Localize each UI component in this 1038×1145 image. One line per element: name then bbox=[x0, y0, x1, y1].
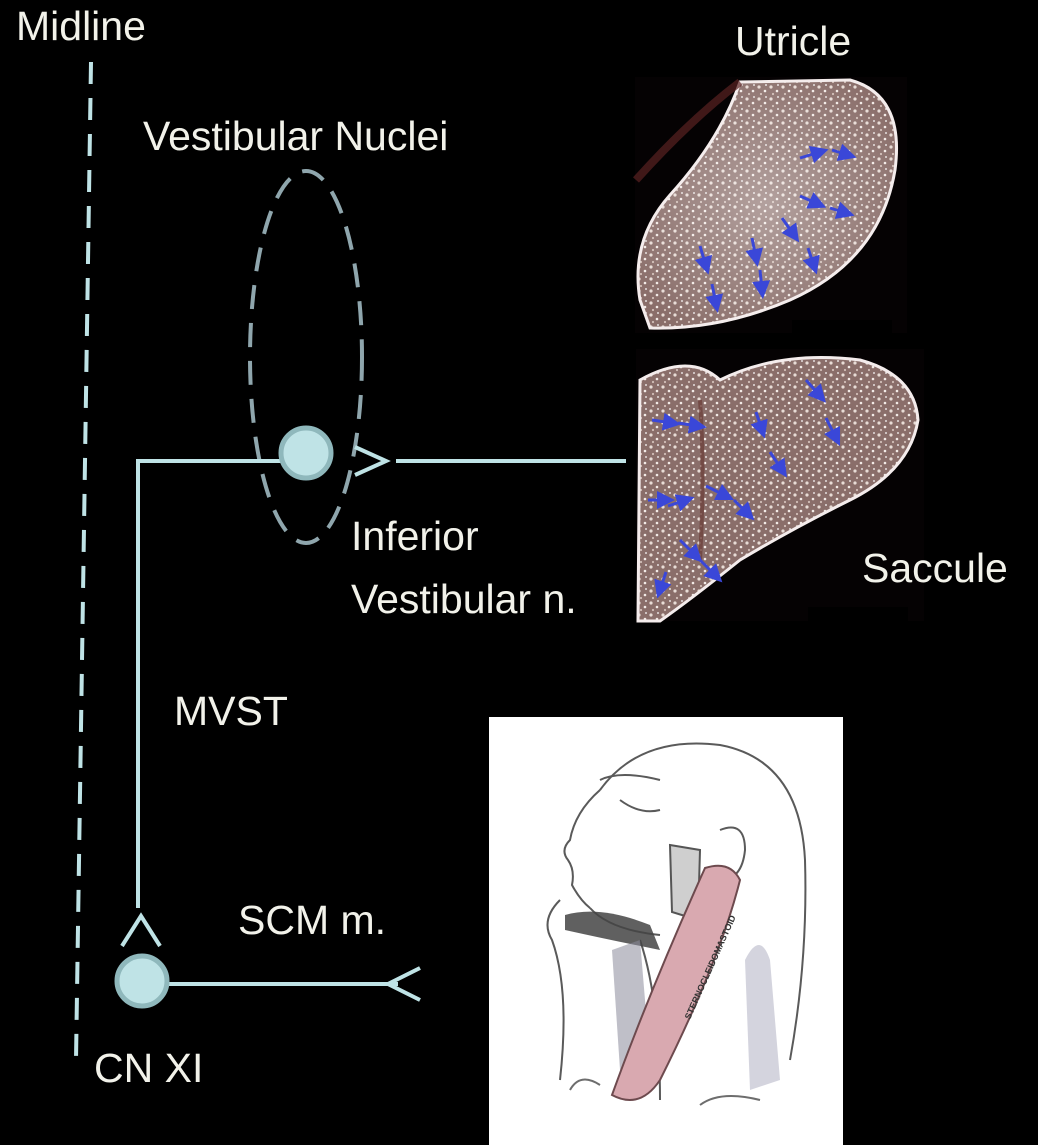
neck-illustration: STERNOCLEIDOMASTOID bbox=[489, 717, 843, 1145]
saccule-label: Saccule bbox=[862, 545, 1008, 592]
utricle-label: Utricle bbox=[735, 18, 851, 65]
vestibular-nuclei-label: Vestibular Nuclei bbox=[143, 113, 448, 160]
cn-xi-neuron bbox=[117, 956, 167, 1006]
scm-label: SCM m. bbox=[238, 897, 386, 944]
vestibular-nuclei-outline bbox=[250, 171, 362, 543]
inferior-vestibular-n-label-line1: Inferior bbox=[351, 513, 479, 560]
utricle-micrograph bbox=[635, 77, 907, 333]
mvst-label: MVST bbox=[174, 688, 288, 735]
mvst-tract bbox=[138, 461, 292, 908]
inferior-vestibular-n-label-line2: Vestibular n. bbox=[351, 576, 577, 623]
midline-label: Midline bbox=[16, 3, 146, 50]
vestibular-neuron bbox=[281, 428, 331, 478]
mvst-arrowhead bbox=[122, 916, 160, 946]
midline-line bbox=[76, 62, 91, 1060]
cn-xi-label: CN XI bbox=[94, 1045, 203, 1092]
inferior-vestibular-nerve-arrowhead bbox=[355, 447, 386, 475]
